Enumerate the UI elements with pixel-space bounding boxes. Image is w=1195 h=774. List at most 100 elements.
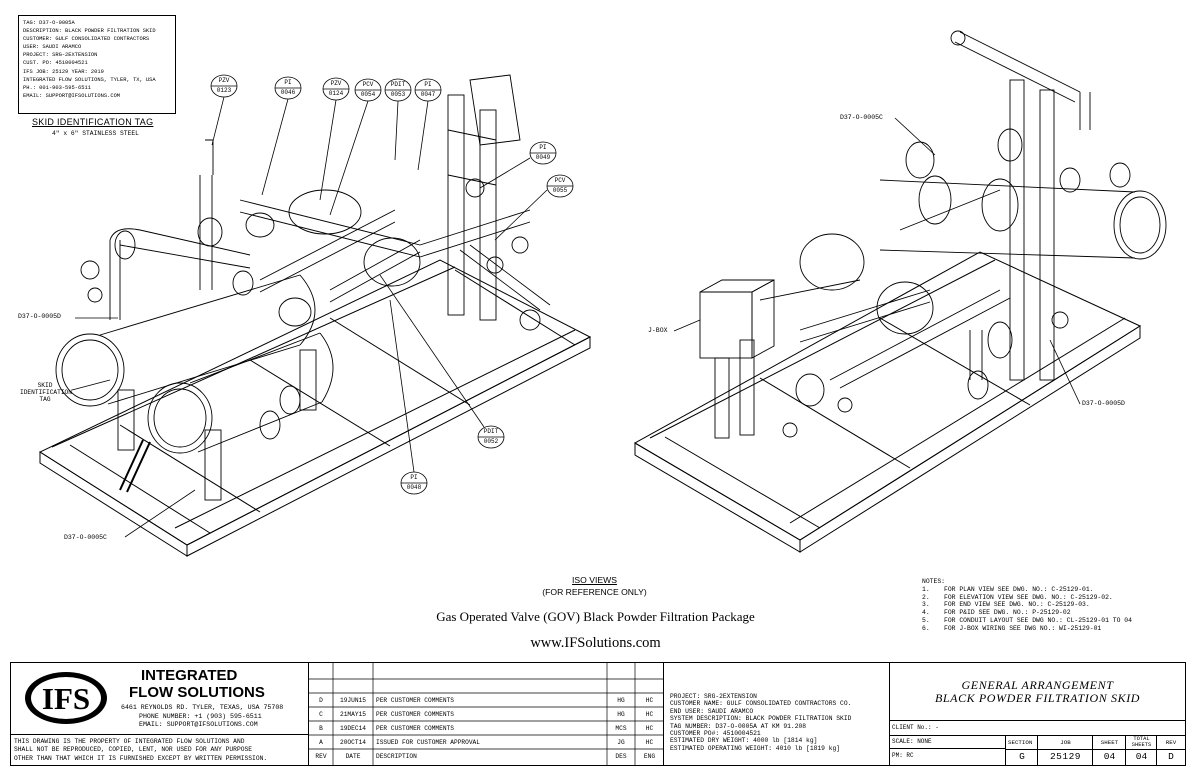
scale: SCALE: NONE: [892, 738, 932, 745]
callout-tag: PCV: [362, 81, 374, 88]
note-text: FOR END VIEW SEE DWG. NO.: C-25129-03.: [944, 601, 1090, 609]
company-address: 6461 REYNOLDS RD. TYLER, TEXAS, USA 7570…: [121, 704, 284, 711]
iso-title: ISO VIEWS: [572, 575, 617, 585]
skid-tag-line: EMAIL: SUPPORT@IFSOLUTIONS.COM: [23, 92, 121, 99]
project-info-line: ESTIMATED DRY WEIGHT: 4000 lb [1814 kg]: [670, 737, 818, 745]
left-piping: [80, 74, 551, 440]
rev-label: REV: [1165, 739, 1177, 746]
ifs-logo-icon: IFS: [25, 672, 107, 724]
iso-subtitle: (FOR REFERENCE ONLY): [542, 587, 647, 597]
revision-cell-rev: A: [319, 739, 323, 746]
package-title: Gas Operated Valve (GOV) Black Powder Fi…: [436, 609, 755, 624]
callout-number: 0124: [328, 90, 344, 97]
skid-tag-line: CUST. PO: 4510004521: [23, 60, 88, 67]
project-info-line: SYSTEM DESCRIPTION: BLACK POWDER FILTRAT…: [670, 715, 852, 723]
note-number: 2.: [922, 593, 930, 601]
left-filter-vessels: [55, 274, 334, 501]
revision-cell-des: MCS: [615, 725, 627, 732]
revision-cell-date: 19JUN15: [340, 697, 366, 704]
revision-cell-date: 20OCT14: [340, 739, 366, 746]
callout-bubbles: [71, 74, 1081, 538]
label-jbox: J-BOX: [648, 327, 668, 334]
company-phone: PHONE NUMBER: +1 (903) 595-6511: [139, 713, 262, 720]
drawing-title-block: GENERAL ARRANGEMENT BLACK POWDER FILTRAT…: [890, 663, 1185, 721]
total-sheets-value: 04: [1135, 751, 1148, 762]
ifs-logo-text: IFS: [42, 681, 90, 716]
note-item: 2. FOR ELEVATION VIEW SEE DWG. NO.: C-251…: [922, 594, 1132, 602]
note-number: 3.: [922, 601, 930, 609]
note-number: 4.: [922, 609, 930, 617]
skid-tag-caption: SKID IDENTIFICATION TAG: [32, 117, 154, 127]
disclaimer: THIS DRAWING IS THE PROPERTY OF INTEGRAT…: [11, 735, 309, 765]
callout-tag: PDIT: [483, 428, 499, 435]
note-number: 5.: [922, 616, 930, 624]
skid-tag-line: CUSTOMER: GULF CONSOLIDATED CONTRACTORS: [23, 36, 150, 43]
rev-value: D: [1168, 751, 1174, 762]
revision-header-date: DATE: [345, 753, 361, 760]
company-email: EMAIL: SUPPORT@IFSOLUTIONS.COM: [139, 721, 258, 728]
skid-tag-line: DESCRIPTION: BLACK POWDER FILTRATION SKI…: [23, 28, 156, 35]
notes-title: NOTES:: [922, 578, 946, 585]
revision-cell-des: HG: [617, 711, 625, 718]
pm: PM: RC: [892, 752, 914, 759]
callout-tag: PCV: [554, 177, 566, 184]
revision-grid: [309, 663, 664, 765]
revision-cell-desc: PER CUSTOMER COMMENTS: [376, 697, 454, 704]
sheet-label: SHEET: [1100, 739, 1119, 746]
project-info-line: ESTIMATED OPERATING WEIGHT: 4010 lb [181…: [670, 744, 841, 752]
callout-tag: PI: [410, 474, 418, 481]
note-text: FOR J-BOX WIRING SEE DWG NO.: WI-25129-0…: [944, 624, 1102, 632]
skid-tag-line: INTEGRATED FLOW SOLUTIONS, TYLER, TX, US…: [23, 76, 156, 83]
revision-cell-desc: ISSUED FOR CUSTOMER APPROVAL: [376, 739, 480, 746]
disclaimer-line: THIS DRAWING IS THE PROPERTY OF INTEGRAT…: [14, 738, 245, 745]
callout-tag: PZV: [218, 77, 230, 84]
client-no: CLIENT No.: -: [892, 724, 939, 731]
job-label: JOB: [1060, 739, 1071, 746]
revision-header-rev: REV: [315, 753, 327, 760]
revision-cell-eng: HC: [645, 725, 654, 732]
revision-cell-rev: C: [319, 711, 323, 718]
total-sheets-label: TOTAL SHEETS: [1131, 736, 1152, 748]
callout-number: 0054: [360, 91, 376, 98]
company-name-2: FLOW SOLUTIONS: [129, 684, 265, 701]
revision-header-des: DES: [615, 753, 627, 760]
callout-number: 0048: [406, 484, 422, 491]
callout-number: 0123: [216, 87, 232, 94]
website: www.IFSolutions.com: [530, 635, 661, 651]
sheet-value: 04: [1103, 751, 1116, 762]
note-item: 5. FOR CONDUIT LAYOUT SEE DWG NO.: CL-251…: [922, 617, 1132, 625]
label-skid-id-tag: SKID IDENTIFICATION TAG: [20, 382, 72, 403]
skid-tag-line: USER: SAUDI ARAMCO: [23, 44, 82, 51]
notes-block: NOTES: 1.FOR PLAN VIEW SEE DWG. NO.: C-2…: [922, 578, 1132, 633]
section-label: SECTION: [1008, 739, 1033, 746]
callout-number: 0053: [390, 91, 406, 98]
note-text: FOR PLAN VIEW SEE DWG. NO.: C-25129-01.: [944, 585, 1094, 593]
title-block: IFS INTEGRATED FLOW SOLUTIONS 6461 REYNO…: [10, 662, 1186, 766]
note-text: FOR CONDUIT LAYOUT SEE DWG NO.: CL-25129…: [944, 616, 1132, 624]
disclaimer-line: SHALL NOT BE REPRODUCED, COPIED, LENT, N…: [14, 746, 253, 754]
revision-cell-eng: HC: [645, 711, 654, 718]
revision-cell-eng: HC: [645, 739, 654, 746]
callout-tag: PDIT: [390, 81, 406, 88]
skid-tag-caption-sub: 4" x 6" STAINLESS STEEL: [52, 130, 139, 137]
revision-header-desc: DESCRIPTION: [376, 753, 417, 760]
revision-cell-eng: HC: [645, 697, 654, 704]
note-item: 3. FOR END VIEW SEE DWG. NO.: C-25129-03.: [922, 601, 1132, 609]
callout-number: 0049: [535, 154, 551, 161]
callout-tag: PI: [539, 144, 547, 151]
disclaimer-line: OTHER THAN THAT WHICH IT IS FURNISHED EX…: [14, 754, 268, 762]
callout-tag: PI: [424, 81, 432, 88]
revision-cell-des: JG: [617, 739, 625, 746]
note-text: FOR ELEVATION VIEW SEE DWG. NO.: C-25129…: [944, 593, 1113, 601]
job-value: 25129: [1049, 751, 1081, 762]
drawing-title-2: BLACK POWDER FILTRATION SKID: [934, 691, 1141, 705]
project-info-line: END USER: SAUDI ARAMCO: [670, 707, 754, 715]
callout-tag: PZV: [330, 80, 342, 87]
revision-cell-rev: B: [319, 725, 323, 732]
revision-cell-rev: D: [319, 697, 323, 704]
note-item: 1.FOR PLAN VIEW SEE DWG. NO.: C-25129-01…: [922, 586, 1132, 594]
